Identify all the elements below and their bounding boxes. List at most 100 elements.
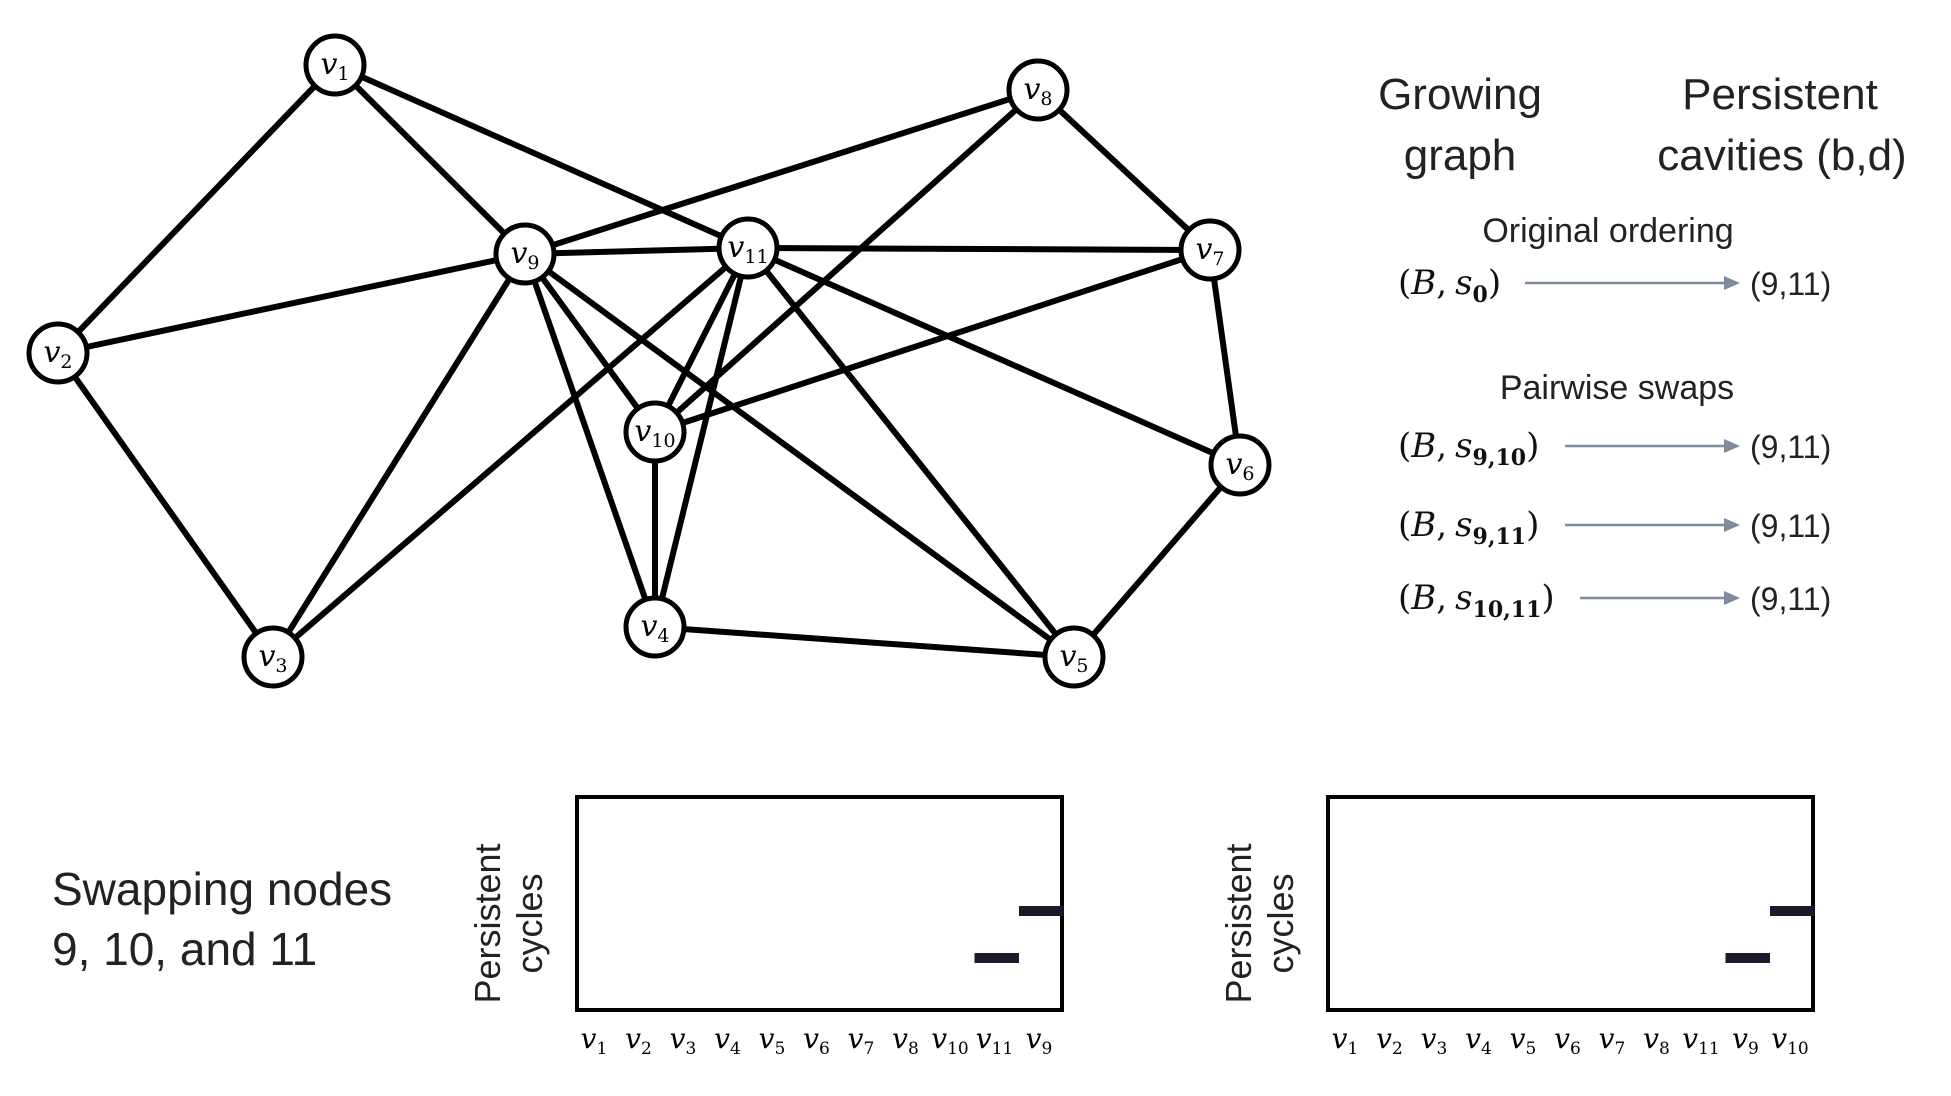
node-v1: v1 — [303, 33, 367, 97]
cavity-result: (9,11) — [1750, 581, 1831, 617]
cavity-result: (9,11) — [1750, 429, 1831, 465]
edge-v3-v11 — [270, 245, 751, 660]
arrow-head — [1724, 518, 1740, 532]
x-tick-label: v4 — [714, 1022, 741, 1059]
node-v9: v9 — [493, 222, 557, 286]
edge-v11-v4 — [652, 245, 751, 630]
node-label: v5 — [1059, 639, 1088, 677]
ordering-expression: (B,s9,10) — [1398, 426, 1539, 471]
node-v2: v2 — [26, 321, 90, 385]
node-circle — [303, 33, 367, 97]
edge-v11-v6 — [745, 245, 1243, 468]
ylabel-line: cycles — [1260, 873, 1301, 973]
x-tick-label: v5 — [1510, 1022, 1537, 1059]
caption-line-2: 9, 10, and 11 — [52, 923, 317, 975]
x-tick-label: v7 — [848, 1022, 875, 1059]
ordering-row: (B,s9,11) (9,11) — [1398, 505, 1831, 550]
graph-edges — [55, 62, 1243, 660]
x-tick-label: v9 — [1732, 1022, 1759, 1059]
x-tick-label: v3 — [670, 1022, 697, 1059]
caption-line-1: Swapping nodes — [52, 863, 392, 915]
ordering-row: (B,s0) (9,11) — [1398, 263, 1831, 308]
x-tick-label: v3 — [1421, 1022, 1448, 1059]
original-ordering-title: Original ordering — [1482, 212, 1733, 250]
graph-nodes: v1 v2 v3 v4 v5 v6 v7 v8 v9 v10 v11 — [26, 33, 1272, 689]
cavity-result: (9,11) — [1750, 508, 1831, 544]
node-label: v4 — [640, 609, 669, 647]
pairwise-swaps-title: Pairwise swaps — [1500, 369, 1734, 407]
x-tick-label: v4 — [1465, 1022, 1492, 1059]
node-circle — [1178, 218, 1242, 282]
edge-v11-v7 — [745, 245, 1213, 253]
node-label: v9 — [510, 236, 539, 274]
edge-v4-v5 — [652, 624, 1077, 660]
node-v3: v3 — [241, 625, 305, 689]
node-circle — [716, 216, 780, 280]
node-circle — [623, 400, 687, 464]
ordering-row: (B,s10,11) (9,11) — [1398, 578, 1831, 623]
ordering-rows: (B,s0) (9,11) (B,s9,10) (9,11) (B,s9,11) (9,1… — [1398, 263, 1831, 623]
edge-v9-v11 — [522, 245, 751, 257]
node-label: v7 — [1195, 232, 1224, 270]
x-tick-label: v8 — [892, 1022, 919, 1059]
edge-v11-v5 — [745, 245, 1077, 660]
header-persistent: Persistent — [1682, 70, 1878, 119]
node-label: v1 — [320, 47, 349, 85]
node-circle — [623, 595, 687, 659]
x-tick-label: v10 — [931, 1022, 968, 1059]
node-v11: v11 — [716, 216, 780, 280]
node-label: v10 — [634, 414, 675, 452]
edge-v3-v9 — [270, 251, 528, 660]
panel-frame — [575, 795, 1064, 1012]
node-label: v2 — [43, 335, 72, 373]
node-circle — [493, 222, 557, 286]
edge-v8-v7 — [1035, 87, 1213, 253]
edge-v9-v10 — [522, 251, 658, 435]
ordering-row: (B,s9,10) (9,11) — [1398, 426, 1831, 471]
ordering-expression: (B,s9,11) — [1398, 505, 1539, 550]
x-tick-label: v6 — [803, 1022, 830, 1059]
ordering-expression: (B,s10,11) — [1398, 578, 1555, 623]
node-circle — [26, 321, 90, 385]
x-tick-label: v10 — [1771, 1022, 1808, 1059]
node-circle — [241, 625, 305, 689]
edge-v2-v3 — [55, 350, 276, 660]
edge-v1-v2 — [55, 62, 338, 356]
node-label: v11 — [727, 230, 768, 268]
x-tick-label: v6 — [1554, 1022, 1581, 1059]
edge-v11-v10 — [652, 245, 751, 435]
node-v8: v8 — [1006, 58, 1070, 122]
edge-v9-v5 — [522, 251, 1077, 660]
node-label: v8 — [1023, 72, 1052, 110]
edge-v2-v9 — [55, 251, 528, 356]
arrow-head — [1724, 276, 1740, 290]
x-tick-label: v1 — [581, 1022, 608, 1059]
node-label: v6 — [1225, 447, 1254, 485]
node-v10: v10 — [623, 400, 687, 464]
edge-v7-v6 — [1207, 247, 1243, 468]
ylabel-line: Persistent — [467, 843, 508, 1003]
x-tick-label: v5 — [759, 1022, 786, 1059]
cavity-result: (9,11) — [1750, 266, 1831, 302]
node-label: v3 — [258, 639, 287, 677]
x-tick-label: v11 — [976, 1022, 1013, 1059]
node-v6: v6 — [1208, 433, 1272, 497]
edge-v6-v5 — [1071, 462, 1243, 660]
node-circle — [1208, 433, 1272, 497]
x-tick-label: v7 — [1599, 1022, 1626, 1059]
header-growing: Growing — [1378, 70, 1542, 119]
edge-v10-v7 — [652, 247, 1213, 435]
x-tick-label: v1 — [1332, 1022, 1359, 1059]
node-v7: v7 — [1178, 218, 1242, 282]
panel-frame — [1326, 795, 1815, 1012]
node-v4: v4 — [623, 595, 687, 659]
ordering-expression: (B,s0) — [1398, 263, 1501, 308]
header-cavities: cavities (b,d) — [1657, 131, 1906, 180]
edge-v1-v11 — [332, 62, 751, 251]
edge-v8-v9 — [522, 87, 1041, 257]
x-tick-label: v11 — [1682, 1022, 1719, 1059]
